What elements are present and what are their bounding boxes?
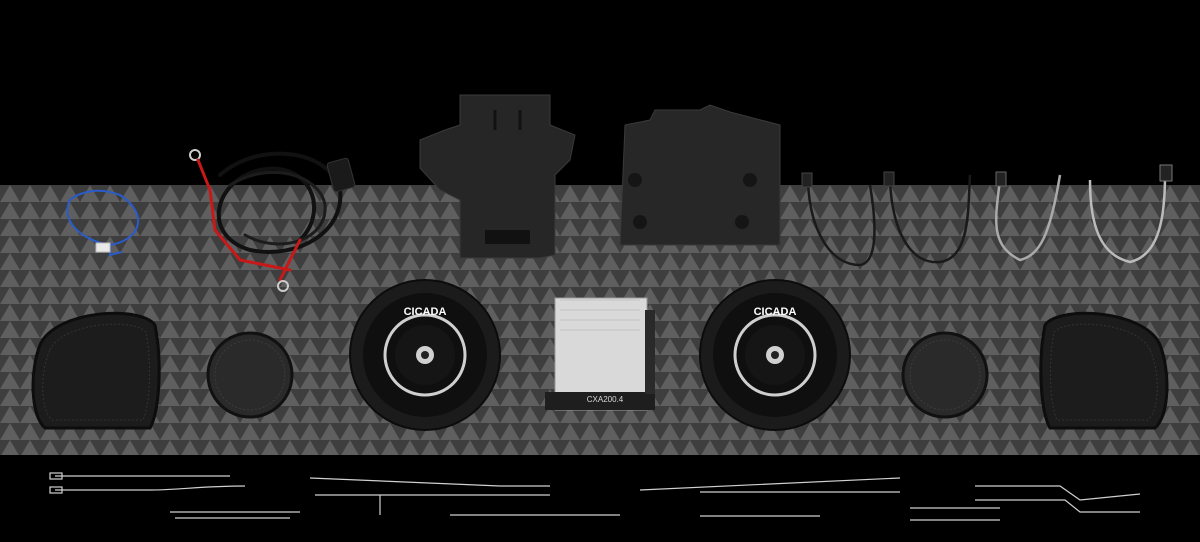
amplifier: [545, 297, 655, 411]
amp-model-label: CXA200.4: [586, 395, 624, 404]
svg-text:CICADA: CICADA: [404, 306, 447, 318]
right-coaxial-speaker: [699, 279, 851, 431]
power-harness: [189, 149, 356, 292]
wiring-diagram-line-art: [49, 472, 1141, 521]
svg-text:CICADA: CICADA: [754, 306, 797, 318]
speaker-logo-left: CICADA: [404, 306, 447, 318]
left-coaxial-speaker: [349, 279, 501, 431]
left-speaker-grill: [31, 311, 161, 430]
right-speaker-grill: [1039, 311, 1169, 430]
small-round-grill-left: [206, 331, 294, 419]
mounting-bracket: [419, 94, 576, 259]
amp-mounting-plate: [619, 104, 781, 246]
small-round-grill-right: [901, 331, 989, 419]
speaker-adapter-harnesses: [801, 164, 1173, 267]
blue-wire-harness: [66, 189, 140, 257]
speaker-logo-right: CICADA: [754, 306, 797, 318]
